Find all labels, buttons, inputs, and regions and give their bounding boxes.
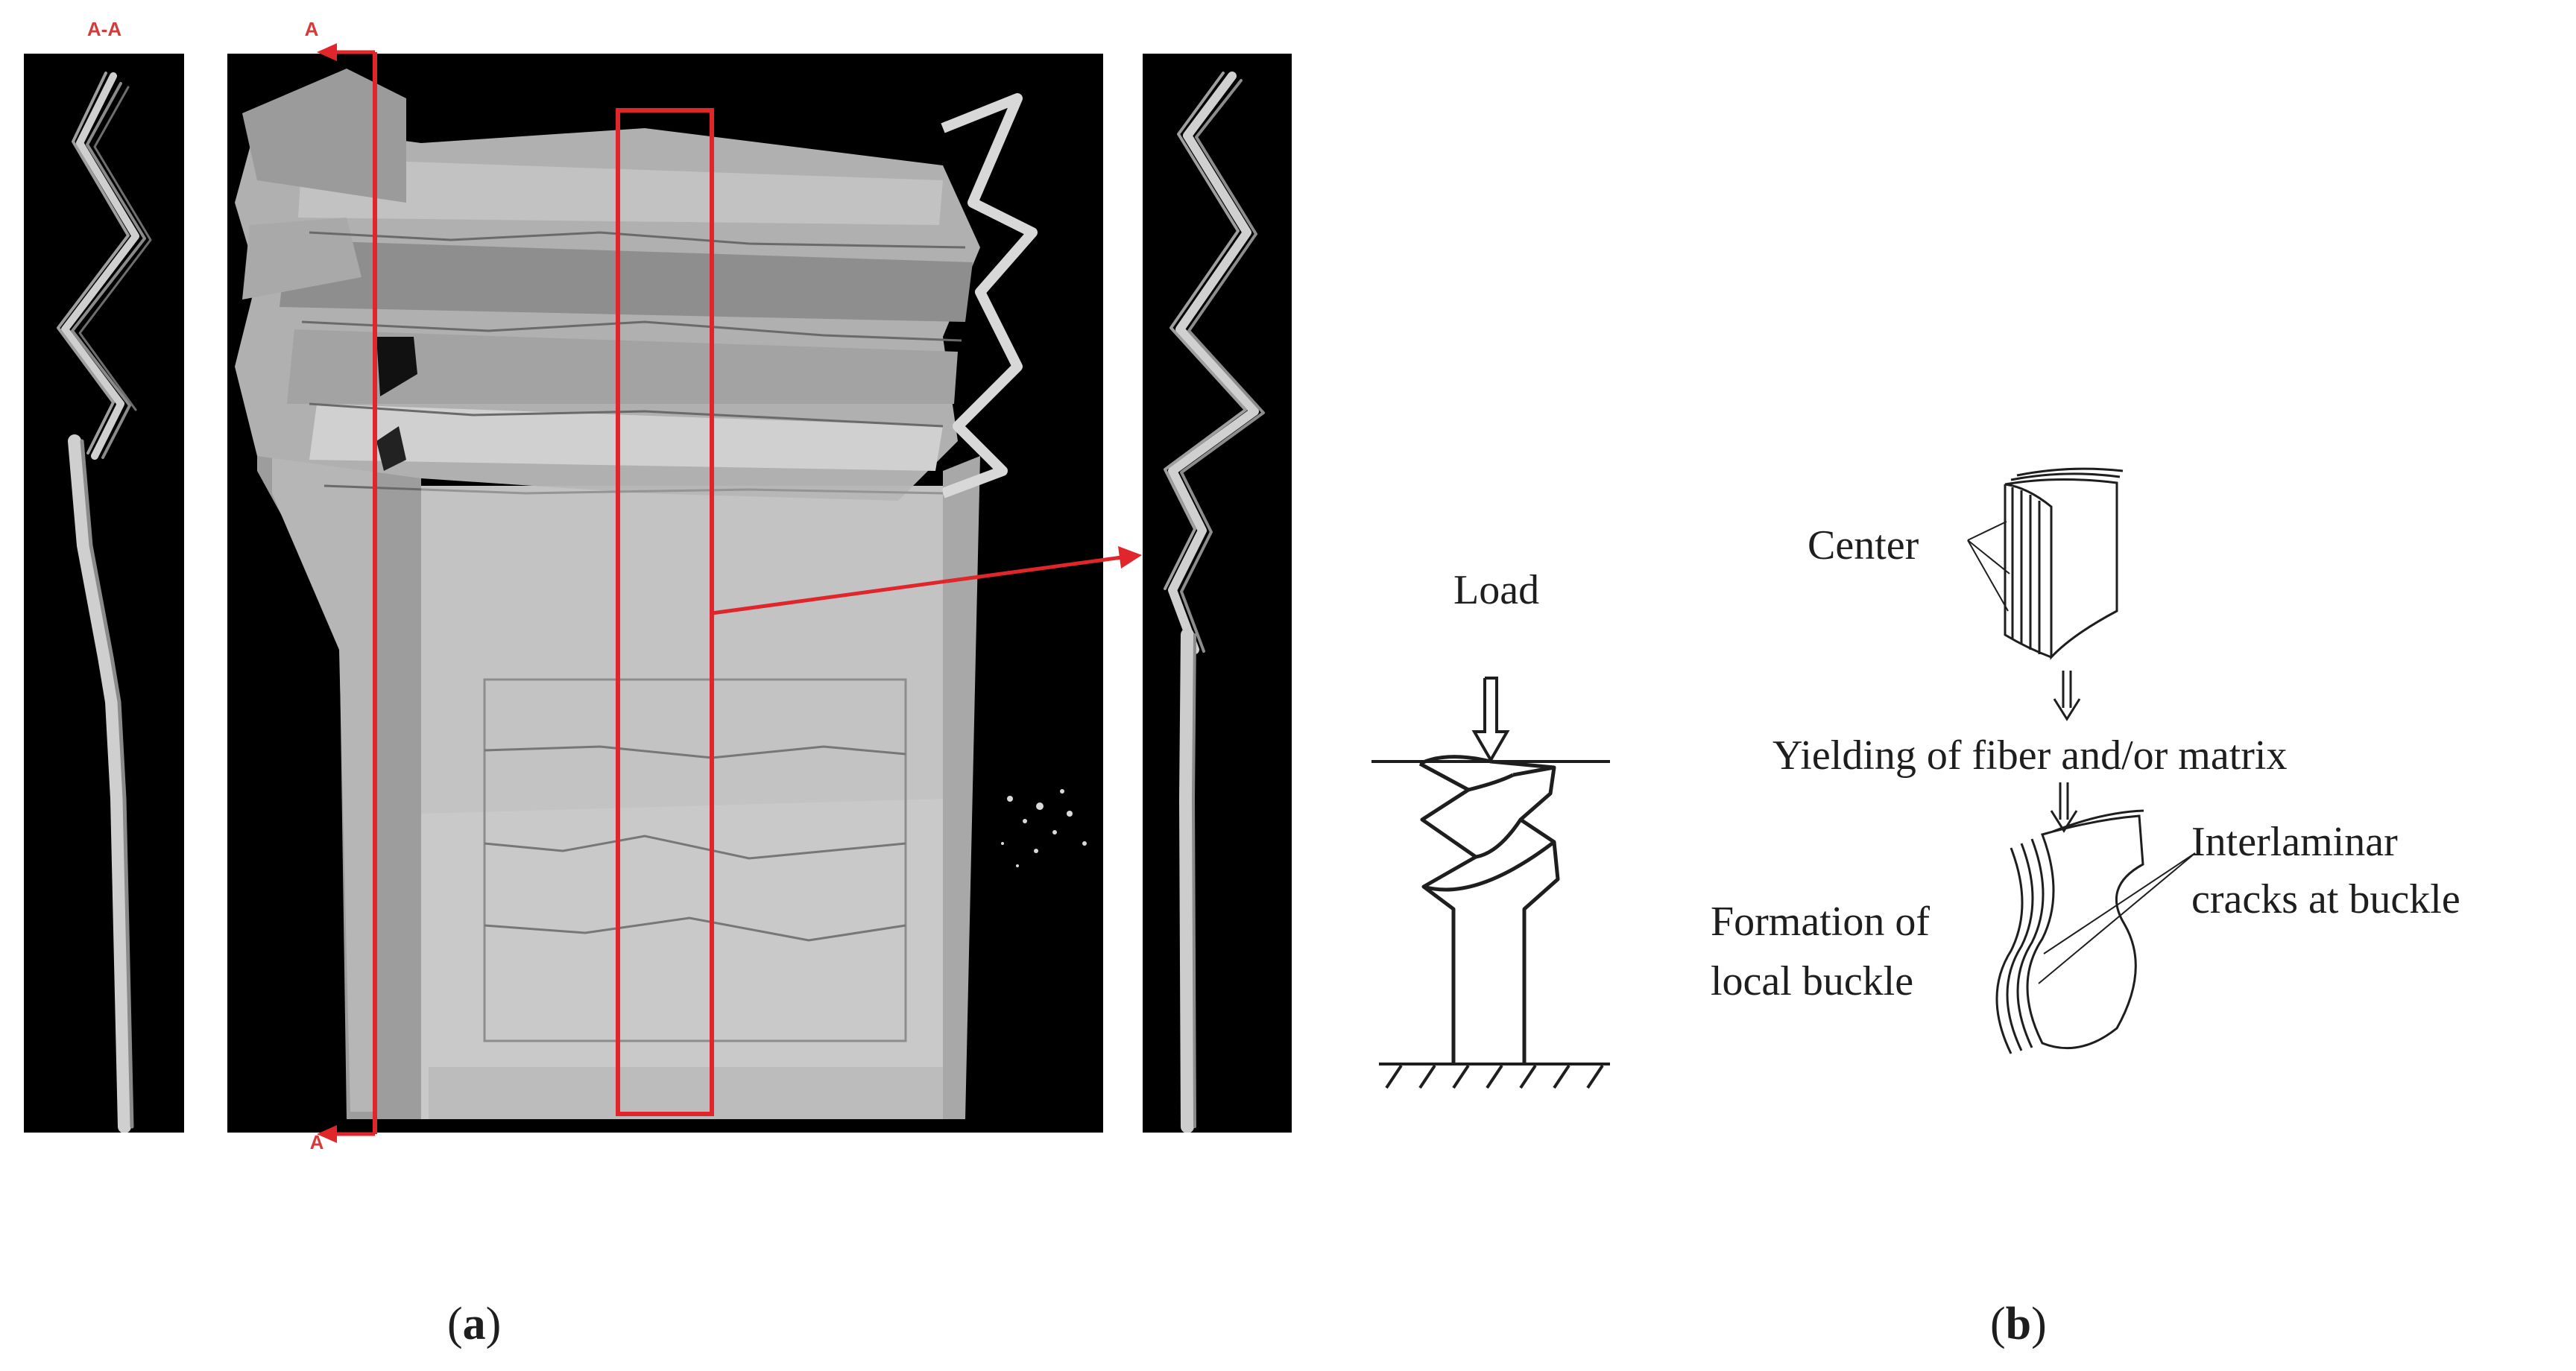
ct-section-left [24, 54, 184, 1133]
caption-b-open: ( [1990, 1299, 2006, 1349]
crack-pointer [2038, 852, 2196, 984]
section-arrow-bottom [317, 1125, 337, 1143]
cut-label-top: A [304, 18, 319, 40]
ct-section-right [1143, 54, 1292, 1133]
highlight-region-box [616, 108, 714, 1116]
caption-a-letter: a [462, 1299, 486, 1349]
caption-b-letter: b [2005, 1299, 2032, 1349]
process-arrow-icon-2 [2050, 782, 2078, 833]
ground-hatch [1385, 1064, 1604, 1089]
center-label: Center [1808, 522, 1919, 569]
process-arrow-icon-1 [2053, 671, 2081, 721]
laminate-block-intact [2004, 467, 2124, 660]
laminate-block-buckled [1995, 809, 2144, 1054]
panel-a-caption: (a) [447, 1298, 501, 1351]
zoom-pointer-arrow [711, 555, 1123, 615]
yielding-label: Yielding of fiber and/or matrix [1772, 732, 2288, 779]
ct-annotation-overlay [317, 43, 1142, 1143]
formation-label-line2: local buckle [1711, 958, 1914, 1004]
interlaminar-label-line1: Interlaminar [2191, 819, 2398, 865]
formation-label-line1: Formation of [1711, 899, 1930, 945]
load-diagram [1371, 677, 1610, 1089]
load-arrow-icon [1471, 677, 1510, 763]
cut-label-bottom: A [309, 1131, 324, 1153]
center-pointer [1967, 521, 2010, 612]
section-arrow-top [317, 43, 337, 61]
interlaminar-label-line2: cracks at buckle [2191, 876, 2460, 922]
section-label-a-a: A-A [86, 18, 122, 40]
failure-mechanism-diagram [1967, 467, 2196, 1054]
caption-b-close: ) [2031, 1299, 2047, 1349]
load-label: Load [1453, 567, 1540, 613]
panel-b-caption: (b) [1990, 1298, 2047, 1351]
caption-a-open: ( [447, 1299, 463, 1349]
caption-a-close: ) [485, 1299, 502, 1349]
